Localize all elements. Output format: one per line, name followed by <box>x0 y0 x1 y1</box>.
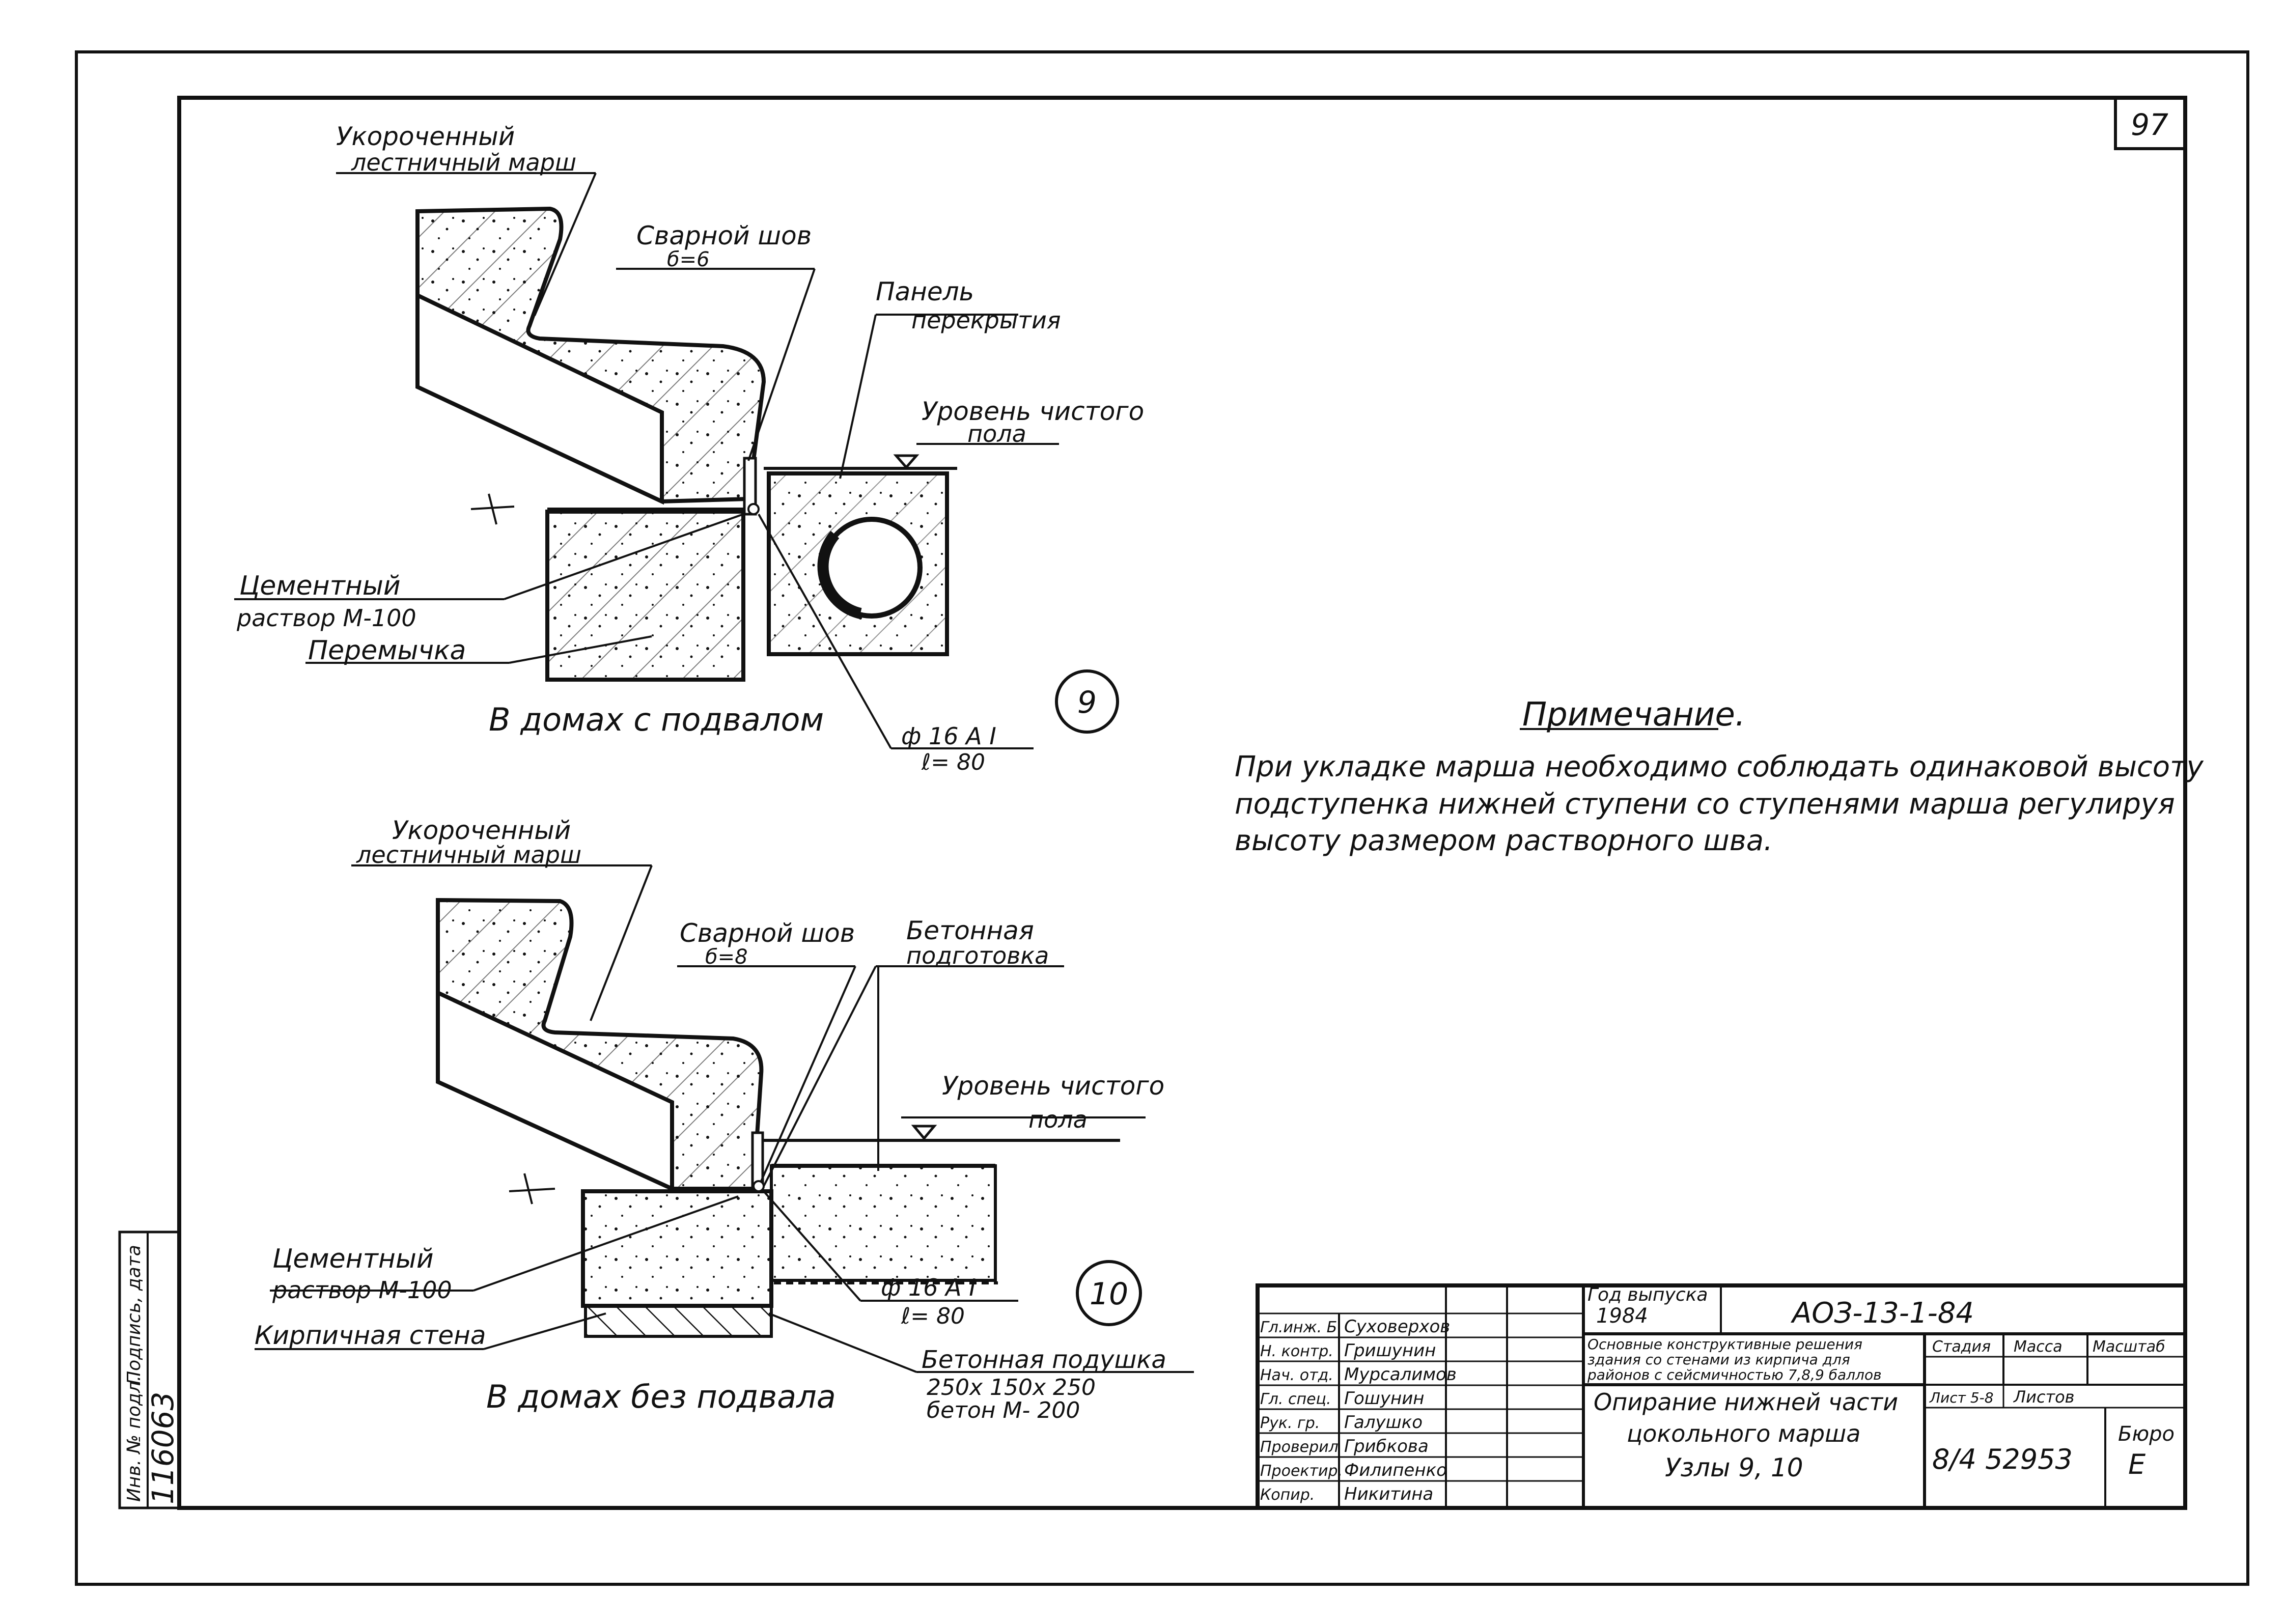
node9-label-mortar2: раствор М-100 <box>236 604 416 632</box>
tb-year-label: Год выпуска <box>1587 1284 1708 1305</box>
node10-brick-wall <box>584 1304 773 1338</box>
inventory-label: Инв. № подл. <box>124 1376 145 1502</box>
node9-label-rebar: ф 16 А I <box>901 722 996 750</box>
node-10-drawing <box>255 864 1194 1373</box>
tb-doc-code: АОЗ-13-1-84 <box>1791 1297 1974 1330</box>
node10-number-circle <box>1076 1260 1142 1326</box>
tb-col-stage: Стадия <box>1932 1338 1991 1356</box>
node9-label-floor2: пола <box>967 420 1026 447</box>
tb-bureau-label: Бюро <box>2118 1422 2175 1446</box>
tb-role-7: Копир. <box>1260 1486 1315 1504</box>
tb-role-1: Н. контр. <box>1260 1342 1333 1360</box>
tb-name-0: Суховерхов <box>1344 1317 1450 1337</box>
node10-label-pad: Бетонная подушка <box>922 1346 1166 1374</box>
tb-name-5: Грибкова <box>1344 1436 1429 1457</box>
tb-desc-1: Основные конструктивные решения <box>1587 1336 1862 1353</box>
node10-label-mortar: Цементный <box>272 1244 434 1274</box>
node9-label-floor: Уровень чистого <box>922 397 1144 426</box>
node10-label-mortar2: раствор М-100 <box>272 1276 452 1304</box>
tb-desc-2: здания со стенами из кирпича для <box>1587 1351 1850 1368</box>
node10-label-weld-size: б=8 <box>705 945 748 969</box>
tb-sheet-label: Лист 5-8 <box>1929 1389 1994 1406</box>
node9-label-weld: Сварной шов <box>636 221 812 250</box>
node10-label-march2: лестничный марш <box>356 841 581 869</box>
title-block-roles: Гл.инж. Б Суховерхов Н. контр. ГришунинНач.… <box>1260 1317 1457 1504</box>
node10-label-rebar2: ℓ= 80 <box>901 1303 965 1329</box>
tb-name-2: Мурсалимов <box>1344 1364 1457 1385</box>
node10-label-pad3: бетон М- 200 <box>927 1397 1080 1423</box>
node10-concrete-prep <box>770 1164 997 1282</box>
node10-label-wall: Кирпичная стена <box>255 1321 486 1350</box>
page-number-box <box>2114 96 2187 150</box>
tb-role-5: Проверил <box>1260 1438 1339 1456</box>
inventory-number: 116063 <box>146 1392 180 1504</box>
node9-label-mortar: Цементный <box>239 571 401 601</box>
tb-name-3: Гошунин <box>1344 1388 1425 1409</box>
tb-role-0: Гл.инж. Б <box>1260 1319 1337 1336</box>
tb-sheet-code: 8/4 52953 <box>1932 1443 2073 1475</box>
signature-label: Подпись, дата <box>124 1245 145 1385</box>
tb-name-6: Филипенко <box>1344 1460 1447 1480</box>
node9-label-march: Укороченный <box>336 122 515 151</box>
node9-label-march2: лестничный марш <box>351 149 576 176</box>
tb-sheets-label: Листов <box>2013 1387 2075 1407</box>
node9-caption: В домах с подвалом <box>489 701 824 738</box>
tb-col-scale: Масштаб <box>2093 1338 2165 1356</box>
tb-title-2: цокольного марша <box>1627 1420 1860 1447</box>
tb-desc-3: районов с сейсмичностью 7,8,9 баллов <box>1587 1366 1882 1383</box>
tb-title-1: Опирание нижней части <box>1594 1388 1898 1416</box>
node10-label-weld: Сварной шов <box>680 918 855 948</box>
node9-number-circle <box>1055 669 1119 734</box>
node10-label-floor2: пола <box>1028 1106 1088 1133</box>
tb-name-4: Галушко <box>1344 1412 1423 1433</box>
note-line-2: подступенка нижней ступени со ступенями … <box>1235 788 2175 821</box>
node10-label-prep: Бетонная <box>906 916 1034 945</box>
node10-label-rebar: ф 16 А I <box>881 1274 976 1301</box>
node9-label-rebar2: ℓ= 80 <box>921 749 985 775</box>
title-block <box>1256 1283 2187 1510</box>
page-number: 97 <box>2131 107 2168 142</box>
node9-label-panel2: перекрытия <box>911 306 1061 334</box>
tb-year: 1984 <box>1596 1304 1648 1328</box>
note-line-1: При укладке марша необходимо соблюдать о… <box>1235 750 2204 783</box>
sheet-frame <box>75 50 2249 1586</box>
tb-role-2: Нач. отд. <box>1260 1366 1333 1384</box>
tb-role-3: Гл. спец. <box>1260 1390 1331 1408</box>
tb-name-1: Гришунин <box>1344 1340 1436 1361</box>
side-stamp <box>118 1230 181 1509</box>
node10-label-march: Укороченный <box>392 816 571 845</box>
tb-role-6: Проектир. <box>1260 1462 1343 1480</box>
note-title: Примечание. <box>1522 696 1745 734</box>
tb-bureau: Е <box>2128 1448 2146 1480</box>
node10-label-prep2: подготовка <box>906 942 1049 969</box>
note-line-3: высоту размером растворного шва. <box>1235 824 1773 857</box>
node-9-drawing <box>234 172 1119 749</box>
tb-title-3: Узлы 9, 10 <box>1665 1453 1803 1482</box>
node10-concrete-pad <box>581 1189 773 1308</box>
node9-label-weld-size: б=6 <box>667 248 710 271</box>
node9-number: 9 <box>1077 685 1097 720</box>
node10-label-floor: Уровень чистого <box>942 1071 1164 1101</box>
tb-role-4: Рук. гр. <box>1260 1414 1320 1432</box>
node10-number: 10 <box>1090 1276 1128 1312</box>
tb-name-7: Никитина <box>1344 1484 1433 1504</box>
node10-label-pad2: 250х 150х 250 <box>927 1375 1096 1401</box>
node9-label-lintel: Перемычка <box>308 635 466 666</box>
tb-col-mass: Масса <box>2014 1338 2063 1356</box>
node10-caption: В домах без подвала <box>486 1378 836 1415</box>
node9-label-panel: Панель <box>876 277 974 306</box>
